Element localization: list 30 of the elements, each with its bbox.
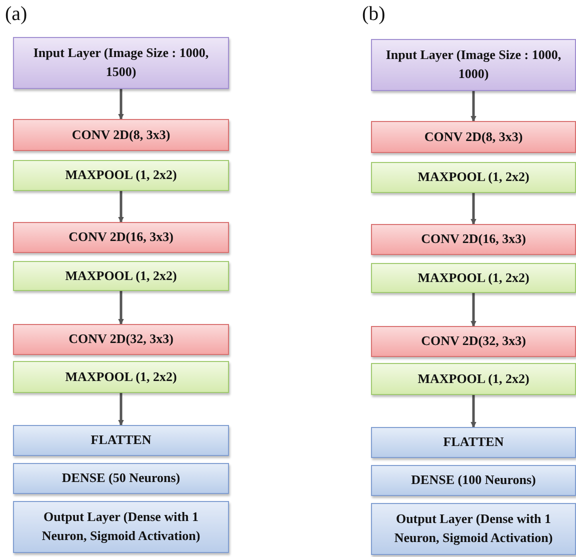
layer-box: Output Layer (Dense with 1 Neuron, Sigmoid Activation): [13, 501, 229, 553]
panel-label: (a): [5, 3, 28, 26]
layer-box: Input Layer (Image Size : 1000, 1500): [13, 37, 229, 89]
layer-box: MAXPOOL (1, 2x2): [371, 162, 576, 193]
layer-box: DENSE (100 Neurons): [371, 465, 576, 496]
layer-box: CONV 2D(32, 3x3): [371, 326, 576, 357]
layer-box: FLATTEN: [371, 427, 576, 458]
layer-box: FLATTEN: [13, 425, 229, 456]
layer-box: MAXPOOL (1, 2x2): [13, 160, 229, 191]
layer-box: Input Layer (Image Size : 1000, 1000): [371, 39, 576, 91]
layer-box: CONV 2D(16, 3x3): [371, 224, 576, 255]
layer-box: MAXPOOL (1, 2x2): [13, 361, 229, 393]
layer-box: CONV 2D(8, 3x3): [371, 121, 576, 153]
arrow: [118, 191, 124, 223]
layer-box: DENSE (50 Neurons): [13, 463, 229, 494]
arrow: [118, 89, 124, 120]
layer-box: Output Layer (Dense with 1 Neuron, Sigmoid Activation): [371, 503, 576, 555]
arrow: [118, 291, 124, 325]
layer-box: CONV 2D(16, 3x3): [13, 222, 229, 253]
arrow: [470, 395, 476, 428]
layer-box: MAXPOOL (1, 2x2): [371, 363, 576, 395]
layer-box: CONV 2D(8, 3x3): [13, 119, 229, 151]
arrow: [118, 393, 124, 426]
arrow: [470, 293, 476, 327]
layer-box: CONV 2D(32, 3x3): [13, 324, 229, 355]
arrow: [470, 91, 476, 122]
panel-label: (b): [362, 3, 386, 26]
layer-box: MAXPOOL (1, 2x2): [13, 261, 229, 291]
arrow: [470, 193, 476, 225]
layer-box: MAXPOOL (1, 2x2): [371, 263, 576, 293]
